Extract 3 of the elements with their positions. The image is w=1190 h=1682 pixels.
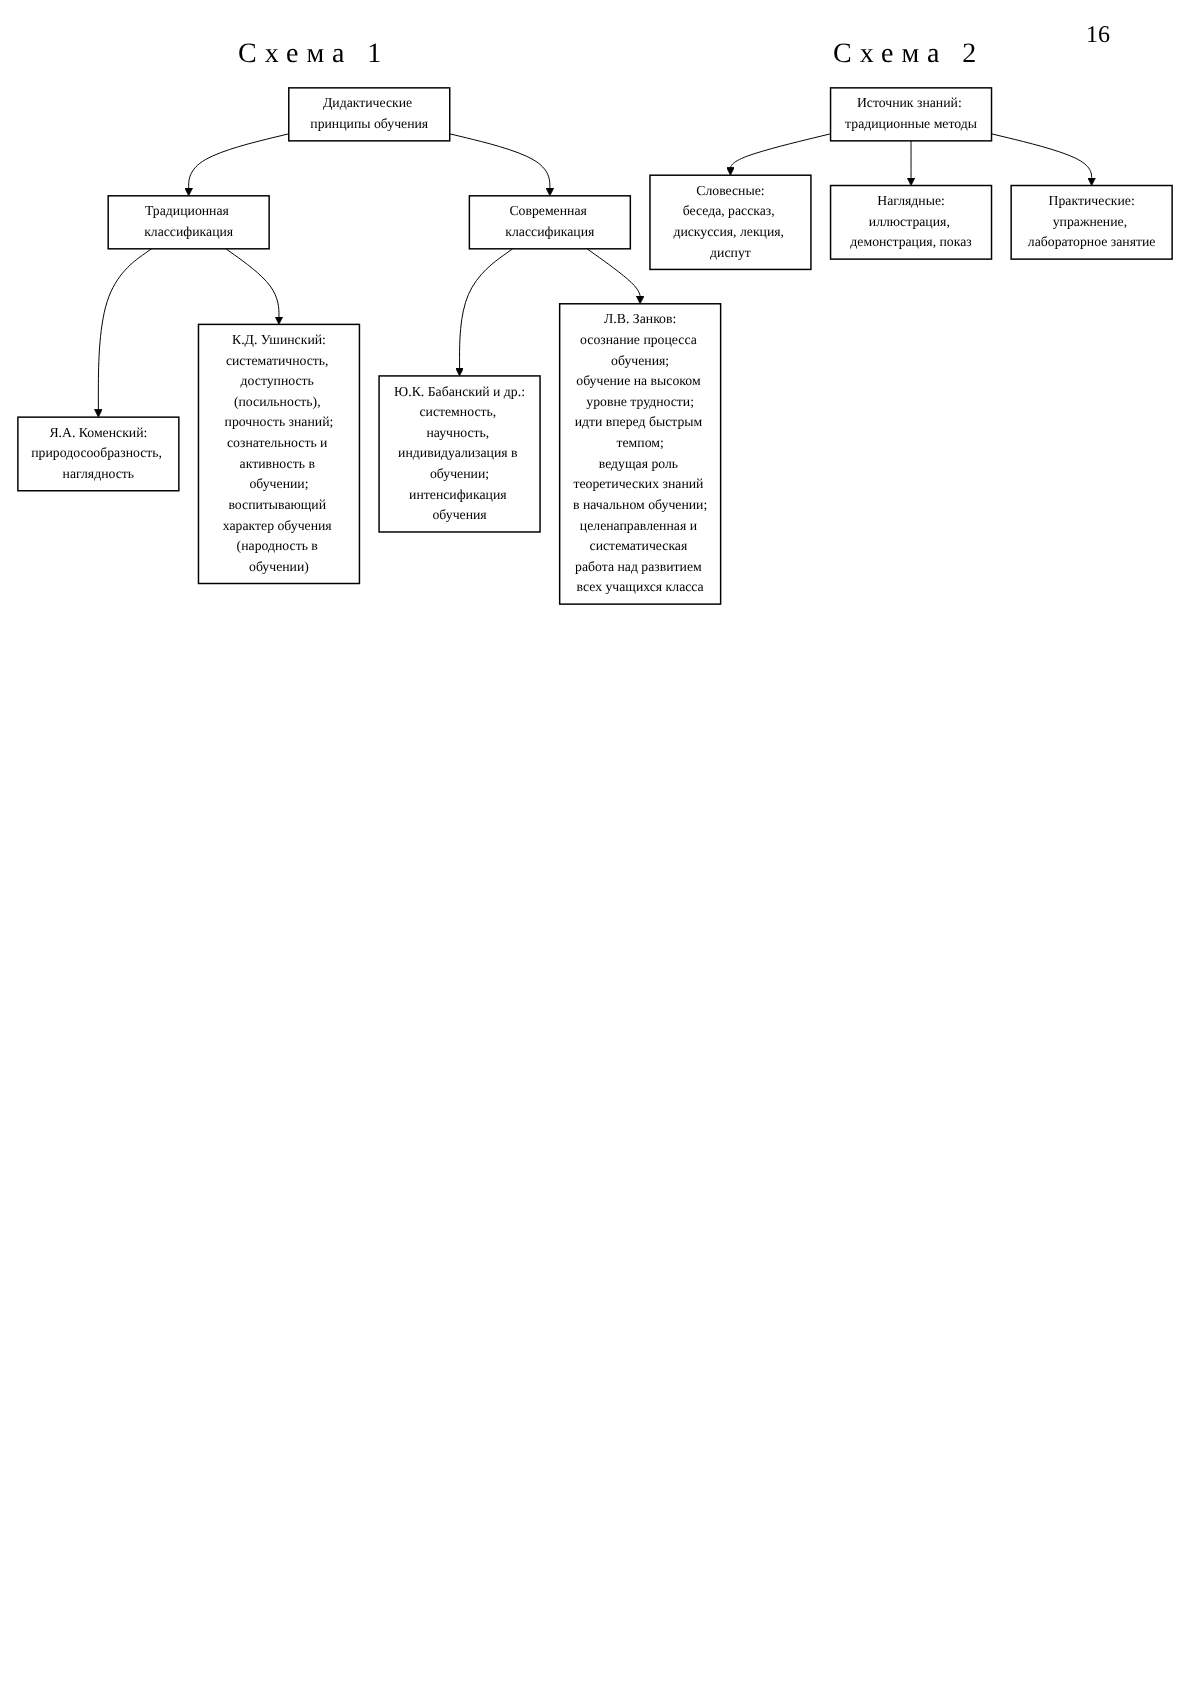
page-number: 16 [1086, 20, 1110, 50]
scheme-heading: Схема 2 [833, 40, 985, 72]
scheme-heading: Схема 1 [238, 40, 390, 72]
